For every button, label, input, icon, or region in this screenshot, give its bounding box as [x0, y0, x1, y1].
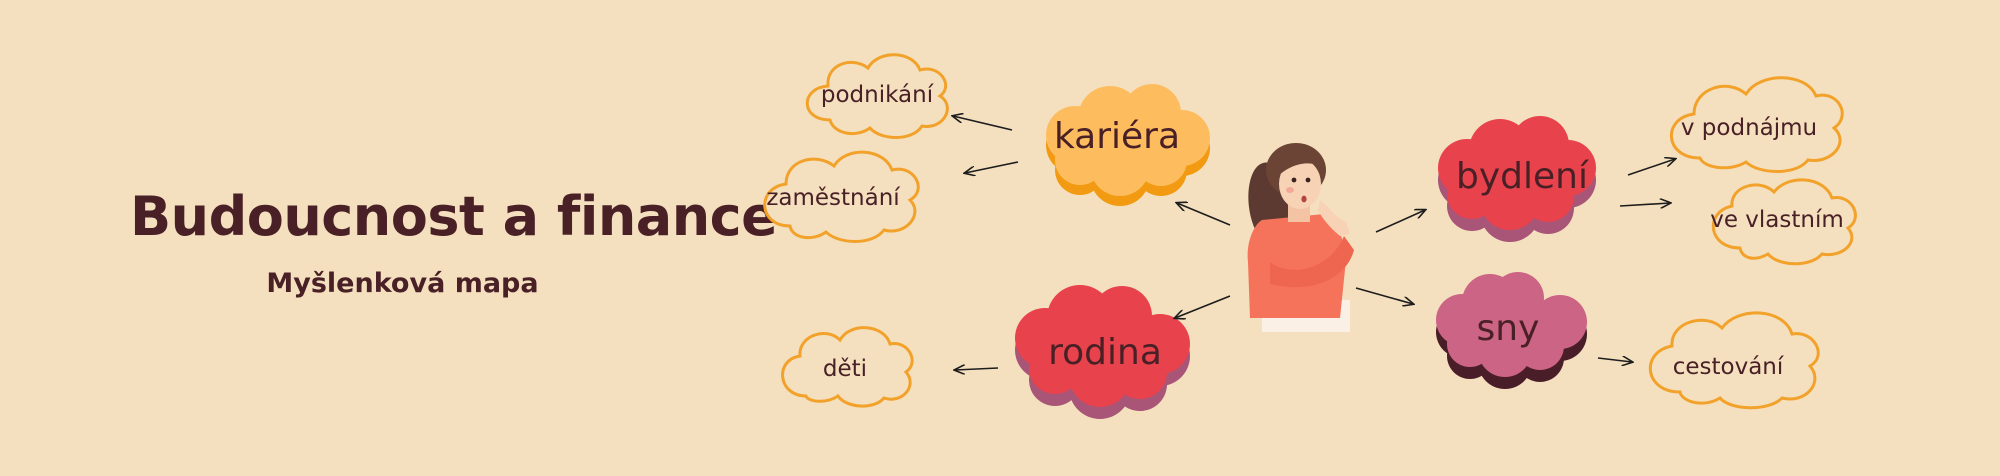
node-ve-vlastnim-label: ve vlastním	[1710, 207, 1844, 233]
node-rodina-label: rodina	[1048, 332, 1162, 373]
connectors	[953, 116, 1675, 370]
node-bydleni-label: bydlení	[1456, 156, 1589, 197]
arrow-to-bydleni	[1375, 210, 1425, 233]
node-cestovani-label: cestování	[1673, 354, 1784, 380]
page-subtitle: Myšlenková mapa	[266, 268, 539, 299]
node-cestovani: cestování	[1648, 311, 1820, 410]
arrow-to-zamestnani	[965, 161, 1019, 173]
arrow-to-kariera	[1177, 203, 1231, 226]
node-podnikani: podnikání	[805, 53, 949, 139]
node-v-podnajmu-label: v podnájmu	[1681, 115, 1817, 141]
arrow-to-deti	[955, 368, 999, 370]
node-bydleni: bydlení	[1438, 116, 1596, 242]
node-kariera-label: kariéra	[1054, 116, 1180, 157]
arrow-to-rodina	[1175, 295, 1231, 318]
arrow-to-podnikani	[953, 116, 1013, 131]
node-deti-label: děti	[823, 356, 867, 382]
node-ve-vlastnim: ve vlastním	[1710, 178, 1857, 266]
node-deti: děti	[781, 326, 914, 408]
thinking-woman-illustration	[1247, 143, 1354, 332]
arrow-to-v-podnajmu	[1627, 159, 1675, 176]
arrow-to-cestovani	[1597, 358, 1632, 362]
node-zamestnani: zaměstnání	[763, 150, 920, 243]
arrow-to-sny	[1355, 287, 1413, 304]
node-zamestnani-label: zaměstnání	[766, 185, 900, 211]
arrow-to-ve-vlastnim	[1619, 203, 1670, 206]
node-podnikani-label: podnikání	[821, 82, 934, 108]
node-rodina: rodina	[1015, 285, 1190, 419]
node-v-podnajmu: v podnájmu	[1669, 76, 1844, 173]
node-kariera: kariéra	[1046, 84, 1210, 206]
page-title: Budoucnost a finance	[130, 185, 778, 248]
node-sny: sny	[1436, 272, 1587, 389]
node-sny-label: sny	[1477, 308, 1540, 349]
